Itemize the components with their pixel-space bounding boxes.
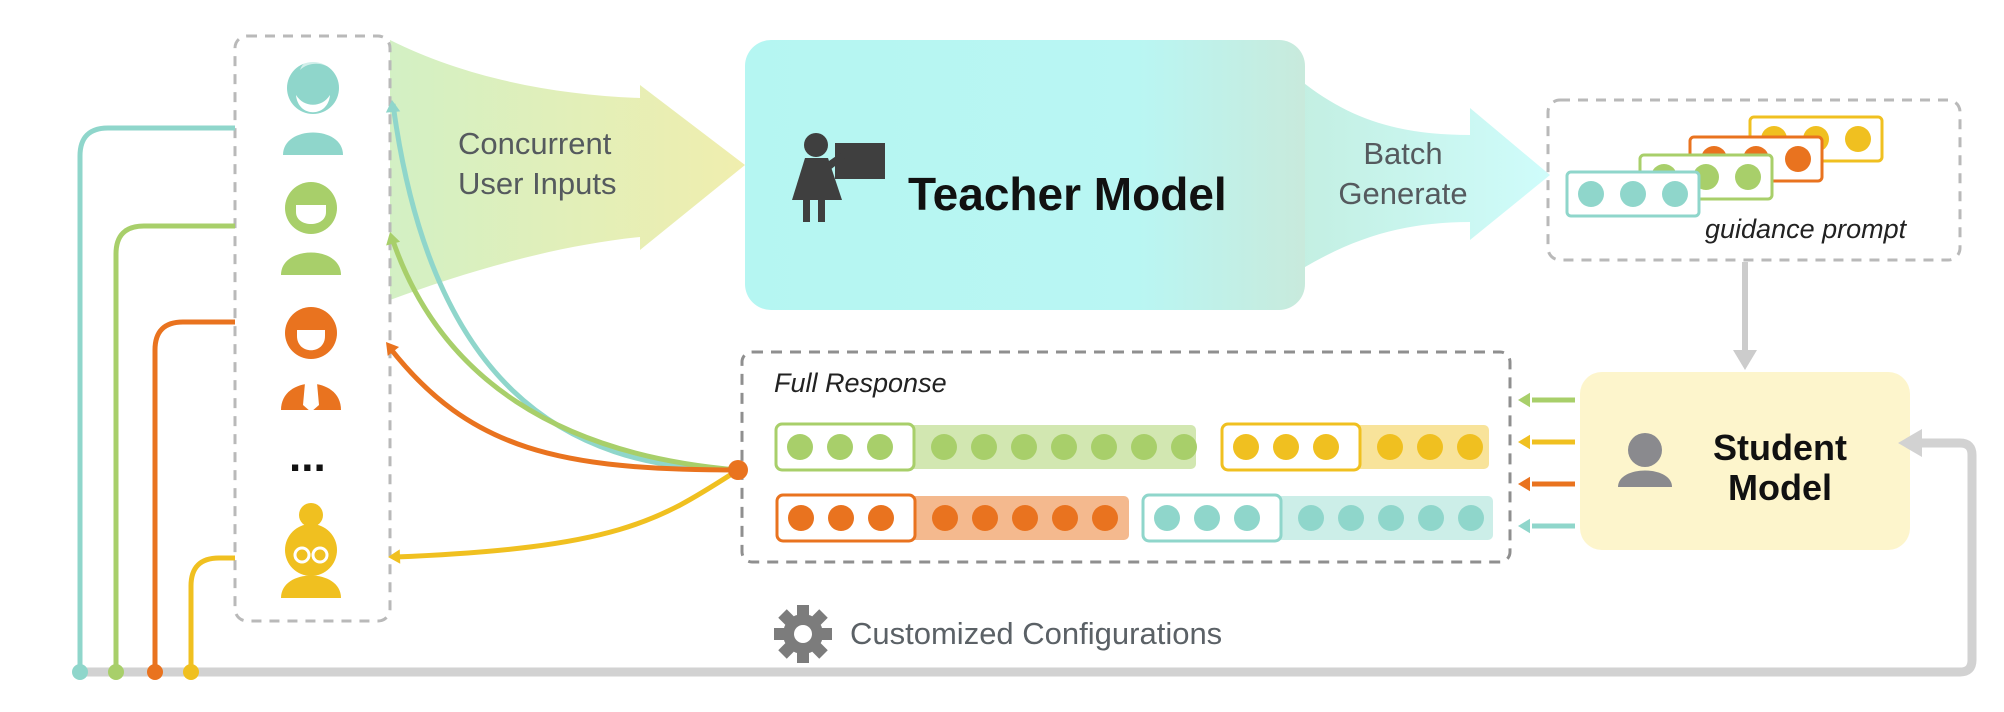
teal-feedback-line — [77, 125, 235, 672]
yellow-response-response-token — [1457, 434, 1483, 460]
teal-response-response-token — [1418, 505, 1444, 531]
orange-feedback-line-dot — [147, 664, 163, 680]
config-loop-line — [78, 438, 1977, 677]
student-output-arrowhead-1 — [1518, 434, 1530, 450]
yellow-return-curve — [394, 467, 740, 560]
teal-response-response-token — [1378, 505, 1404, 531]
inputs-flow-arrow — [390, 40, 745, 300]
green-response-response-token — [1091, 434, 1117, 460]
green-response-response-token — [931, 434, 957, 460]
orange-response-prompt-token — [868, 505, 894, 531]
gear-icon — [774, 605, 832, 663]
teal-response-response-token — [1458, 505, 1484, 531]
teal-guidance-token — [1578, 181, 1604, 207]
teal-response-response-token — [1298, 505, 1324, 531]
green-response-response-token — [1051, 434, 1077, 460]
batch-flow-label: Batch Generate — [1308, 134, 1498, 214]
orange-response-response-token — [1052, 505, 1078, 531]
orange-response-response-token — [932, 505, 958, 531]
student-model-box — [1580, 372, 1910, 550]
batch-label-line-2: Generate — [1338, 176, 1468, 211]
bearded-man-icon — [283, 58, 343, 155]
student-model-title: Student Model — [1690, 428, 1870, 508]
student-output-arrowhead-3 — [1518, 518, 1530, 534]
teal-response-prompt-token — [1234, 505, 1260, 531]
green-feedback-line — [113, 223, 235, 672]
green-response-response-token — [1171, 434, 1197, 460]
response-dispatch-point — [728, 460, 748, 480]
teal-guidance-token — [1662, 181, 1688, 207]
yellow-feedback-line — [188, 555, 235, 672]
student-output-arrowhead-2 — [1518, 476, 1530, 492]
orange-feedback-line — [152, 319, 235, 672]
teal-feedback-line-dot — [72, 664, 88, 680]
inputs-flow-label: Concurrent User Inputs — [458, 124, 617, 204]
person-icon — [1618, 433, 1672, 487]
orange-response-prompt-token — [828, 505, 854, 531]
inputs-label-line-1: Concurrent — [458, 126, 612, 161]
guidance-prompt-label: guidance prompt — [1705, 214, 1907, 244]
orange-response-response-token — [972, 505, 998, 531]
student-output-arrowhead-0 — [1518, 392, 1530, 408]
orange-response-response-token — [1092, 505, 1118, 531]
yellow-response-prompt-token — [1233, 434, 1259, 460]
yellow-response-prompt-token — [1313, 434, 1339, 460]
config-loop-arrowhead — [1898, 429, 1922, 457]
green-response-response-token — [1011, 434, 1037, 460]
yellow-feedback-line-dot — [183, 664, 199, 680]
green-response-prompt-token — [867, 434, 893, 460]
yellow-response-prompt-token — [1273, 434, 1299, 460]
orange-return-curve — [388, 346, 739, 473]
teal-response-prompt-token — [1154, 505, 1180, 531]
full-response-box — [740, 350, 1512, 564]
teal-return-curve — [390, 103, 739, 473]
green-response-response-token — [1131, 434, 1157, 460]
green-guidance-token — [1735, 164, 1761, 190]
teal-return-arrowhead — [385, 100, 401, 113]
teacher-model-box — [745, 40, 1305, 310]
woman-icon — [281, 182, 341, 275]
yellow-response-response-token — [1377, 434, 1403, 460]
full-response-label: Full Response — [774, 368, 947, 398]
teal-guidance-token — [1620, 181, 1646, 207]
yellow-response-response-token — [1417, 434, 1443, 460]
guidance-to-student-arrow — [1733, 262, 1757, 370]
batch-label-line-1: Batch — [1363, 136, 1443, 171]
yellow-guidance-token — [1845, 126, 1871, 152]
green-response-prompt-token — [787, 434, 813, 460]
man-with-tie-icon — [281, 307, 341, 412]
batch-flow-arrow — [1300, 80, 1550, 270]
yellow-return-arrowhead — [388, 549, 401, 564]
inputs-label-line-2: User Inputs — [458, 166, 617, 201]
student-title-line-1: Student — [1713, 427, 1847, 468]
guidance-prompt-box — [1546, 98, 1962, 262]
users-panel — [233, 34, 392, 623]
orange-response-response-token — [1012, 505, 1038, 531]
teacher-model-title: Teacher Model — [908, 168, 1227, 220]
green-feedback-line-dot — [108, 664, 124, 680]
green-return-arrowhead — [386, 232, 401, 246]
users-ellipsis: ... — [289, 432, 326, 481]
student-title-line-2: Model — [1728, 467, 1832, 508]
teacher-at-board-icon — [792, 133, 885, 222]
green-response-response-token — [971, 434, 997, 460]
config-label: Customized Configurations — [850, 616, 1223, 651]
orange-response-prompt-token — [788, 505, 814, 531]
teal-response-response-token — [1338, 505, 1364, 531]
orange-return-arrowhead — [386, 342, 400, 356]
green-return-curve — [389, 237, 739, 473]
teal-response-prompt-token — [1194, 505, 1220, 531]
orange-guidance-token — [1785, 146, 1811, 172]
green-response-prompt-token — [827, 434, 853, 460]
woman-with-glasses-icon — [281, 503, 341, 598]
